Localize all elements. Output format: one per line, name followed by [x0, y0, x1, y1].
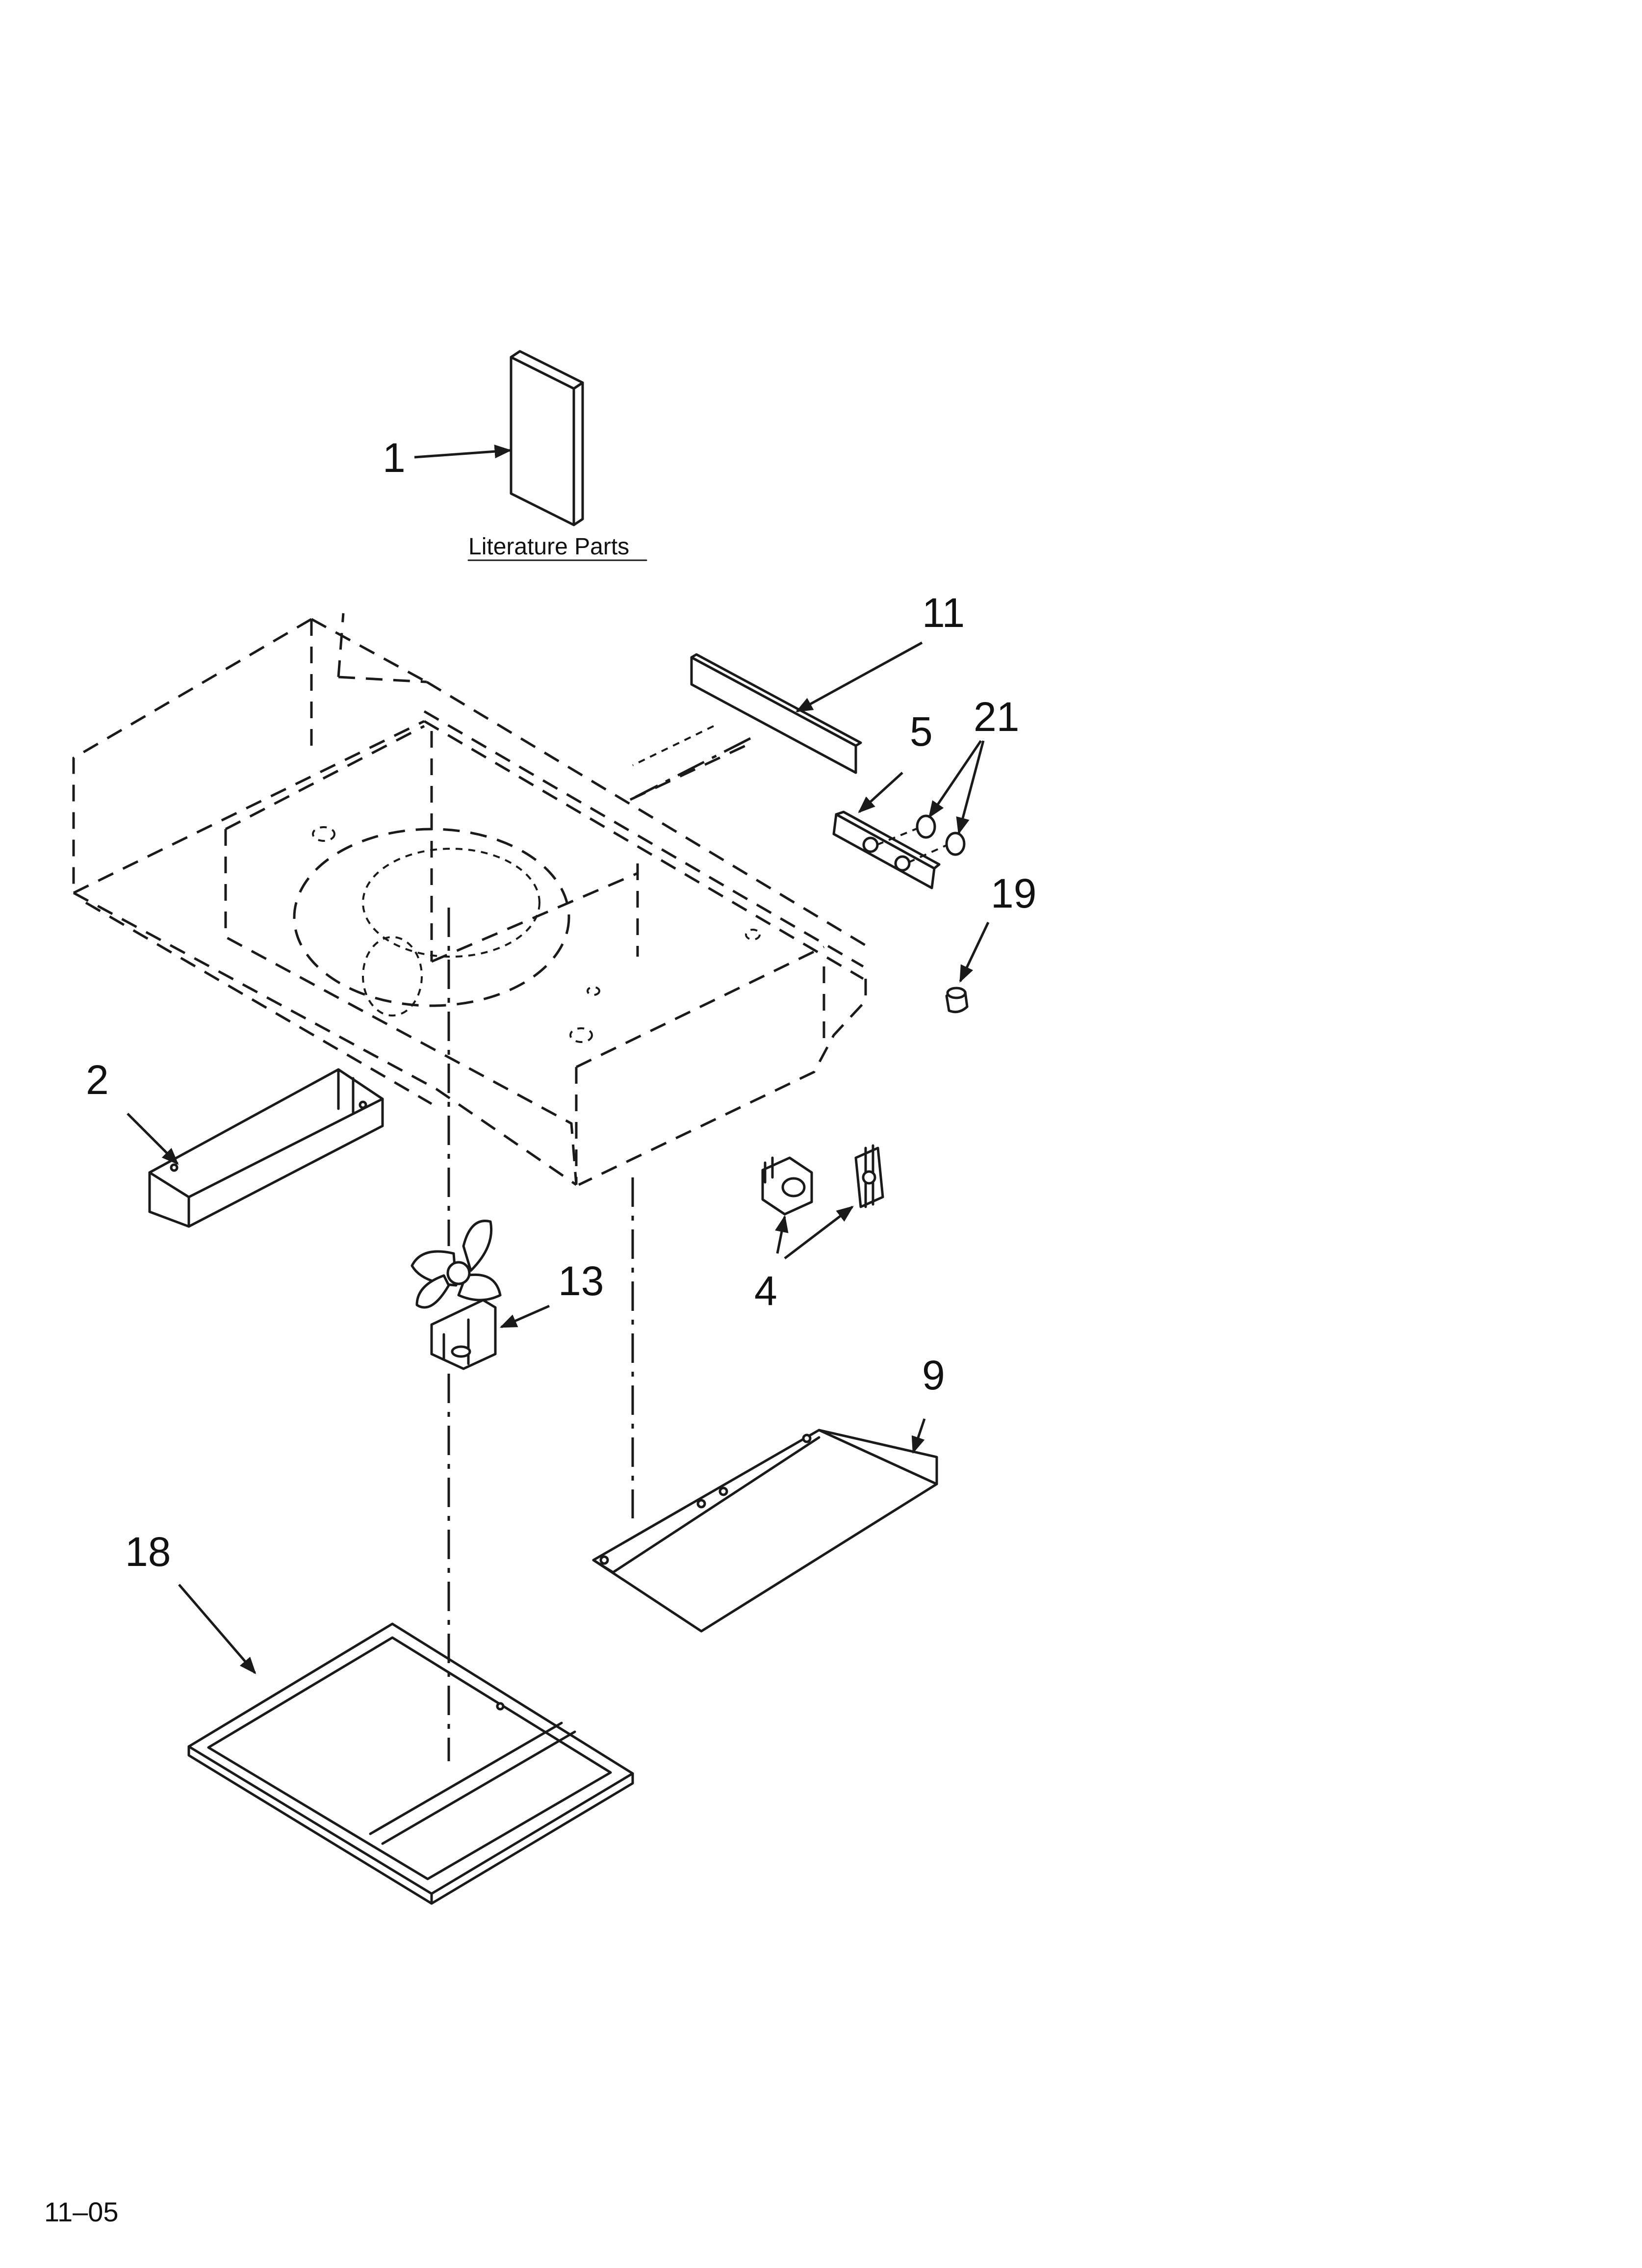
callout-4: 4 [754, 1268, 777, 1314]
literature-parts-title: Literature Parts [468, 534, 629, 560]
leader-line-1 [414, 444, 512, 459]
leader-line-18 [178, 1584, 257, 1674]
vent-strip-part [690, 653, 862, 774]
leader-line-9 [911, 1418, 926, 1454]
leader-line-5 [858, 772, 903, 813]
callout-19: 19 [991, 870, 1036, 916]
switch-bracket-part [832, 810, 941, 889]
leader-line-19 [959, 921, 990, 983]
grease-filter-part [187, 1622, 634, 1905]
callout-18: 18 [125, 1529, 171, 1575]
assembly-centerlines [447, 725, 751, 1761]
callout-11: 11 [922, 590, 965, 636]
leader-line-21a [928, 740, 982, 818]
fan-motor-part [410, 1220, 502, 1370]
literature-booklet [510, 350, 584, 526]
lamp-channel-part [148, 1068, 384, 1228]
callout-21: 21 [974, 694, 1019, 740]
lamp-socket-right-part [854, 1144, 884, 1208]
callout-5: 5 [910, 708, 933, 755]
control-knob-part [945, 987, 969, 1014]
callout-1: 1 [383, 435, 406, 481]
leader-line-4b [784, 1205, 854, 1259]
callout-9: 9 [922, 1352, 945, 1398]
leader-line-4a [775, 1215, 789, 1254]
leader-line-11 [795, 641, 923, 713]
leader-line-2 [127, 1113, 179, 1165]
callout-2: 2 [86, 1057, 109, 1103]
leader-line-13 [499, 1304, 550, 1329]
screw-pair-part [876, 814, 966, 863]
callout-13: 13 [558, 1258, 604, 1304]
bottom-panel-part [592, 1429, 938, 1633]
footer-date-code: 11–05 [44, 2196, 119, 2227]
leader-line-21b [956, 740, 985, 835]
lamp-socket-left-part [761, 1156, 813, 1216]
hood-housing-outline [72, 613, 869, 1186]
